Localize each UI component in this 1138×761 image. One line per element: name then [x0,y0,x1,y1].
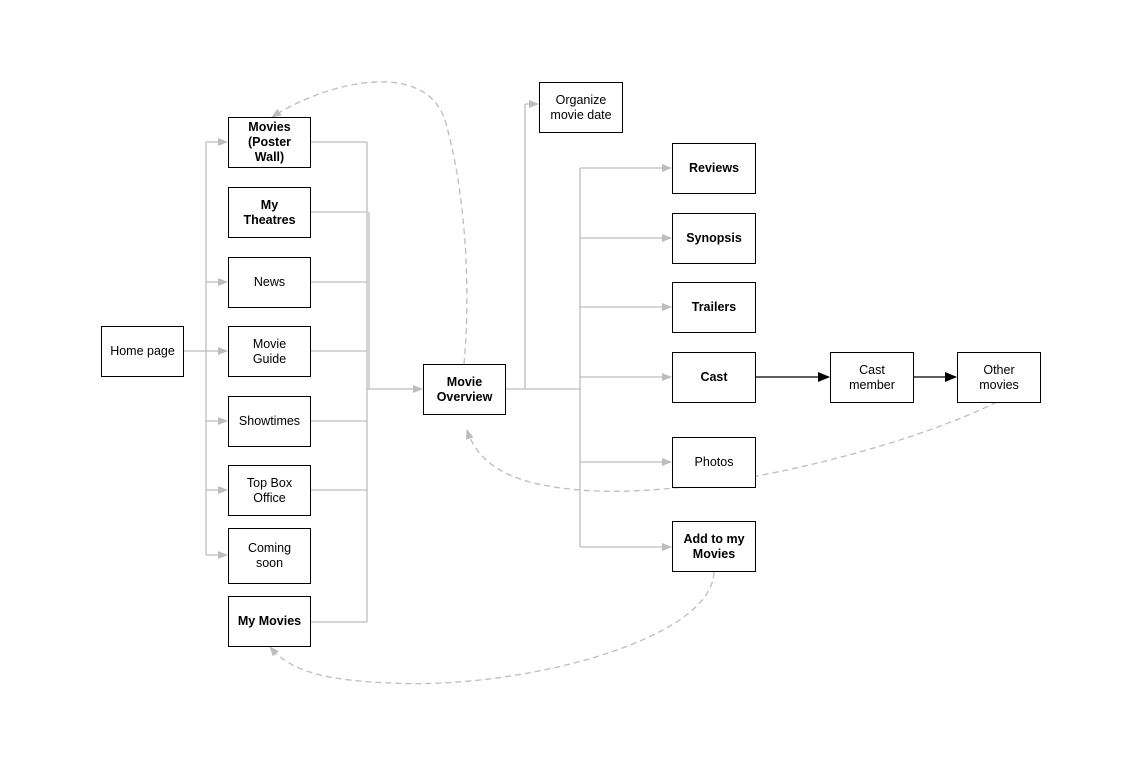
home-to-sections-connectors [183,138,228,559]
cast-box: Cast [672,352,756,403]
showtimes-box: Showtimes [228,396,311,447]
dashed-return-connectors [269,81,998,685]
reviews-box: Reviews [672,143,756,194]
synopsis-box: Synopsis [672,213,756,264]
my-theatres-box: My Theatres [228,187,311,238]
other-movies-box: Other movies [957,352,1041,403]
overview-to-details-connectors [505,100,672,551]
cast-member-box: Cast member [830,352,914,403]
movie-overview-box: Movie Overview [423,364,506,415]
news-box: News [228,257,311,308]
trailers-box: Trailers [672,282,756,333]
movie-guide-box: Movie Guide [228,326,311,377]
my-movies-box: My Movies [228,596,311,647]
sections-to-overview-connectors [310,141,423,623]
add-to-my-movies-box: Add to my Movies [672,521,756,572]
top-box-office-box: Top Box Office [228,465,311,516]
photos-box: Photos [672,437,756,488]
coming-soon-box: Coming soon [228,528,311,584]
movies-poster-wall-box: Movies (Poster Wall) [228,117,311,168]
organize-movie-date-box: Organize movie date [539,82,623,133]
home-page-box: Home page [101,326,184,377]
